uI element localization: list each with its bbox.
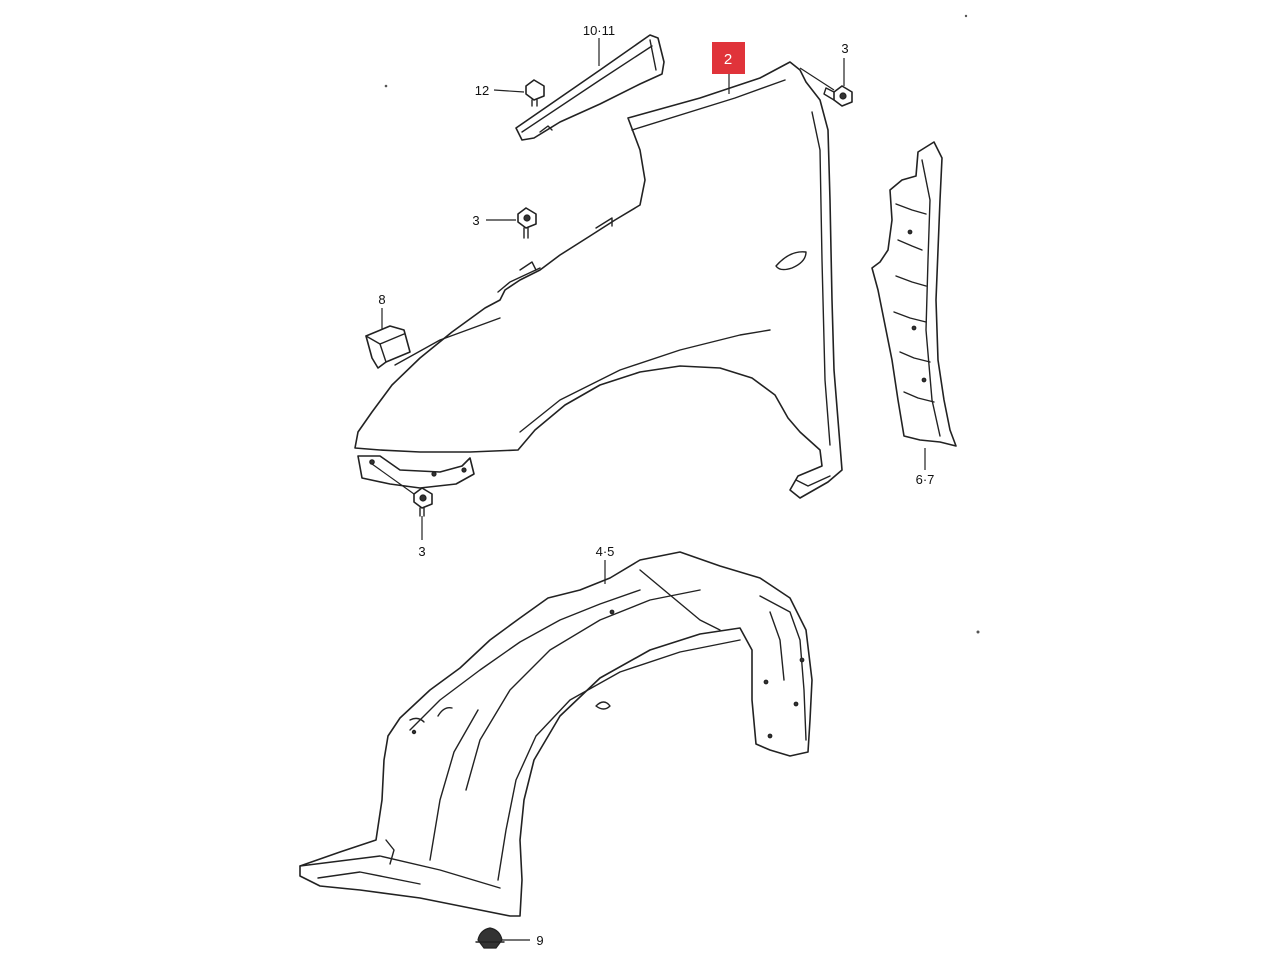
bolt-bottom[interactable] <box>413 487 433 517</box>
scan-specks <box>384 14 980 634</box>
fender-garnish[interactable] <box>515 34 665 141</box>
callout-bolt-bottom: 3 <box>418 544 425 559</box>
callout-splash-guard: 6·7 <box>916 472 935 487</box>
callout-garnish: 10·11 <box>583 23 615 38</box>
callout-bracket: 8 <box>378 292 385 307</box>
clip-bottom[interactable] <box>475 927 505 949</box>
clip-top[interactable] <box>525 79 545 107</box>
callout-bolt-top-right: 3 <box>841 41 848 56</box>
leader-lines <box>371 38 926 941</box>
bolt-top-right[interactable] <box>823 85 853 107</box>
fender-splash-guard[interactable] <box>871 141 957 447</box>
callout-clip-bottom: 9 <box>536 933 543 948</box>
callout-fender-liner: 4·5 <box>596 544 615 559</box>
part-2-highlight-box <box>712 42 745 74</box>
callout-bolt-upper: 3 <box>472 213 479 228</box>
part-2-label: 2 <box>724 51 732 68</box>
fender-liner[interactable] <box>299 551 813 917</box>
bolt-upper[interactable] <box>517 207 537 239</box>
fender-bracket[interactable] <box>365 325 411 369</box>
callout-clip-top: 12 <box>475 83 489 98</box>
part-2-highlight[interactable]: 2 <box>712 42 745 74</box>
front-fender[interactable] <box>354 61 843 499</box>
